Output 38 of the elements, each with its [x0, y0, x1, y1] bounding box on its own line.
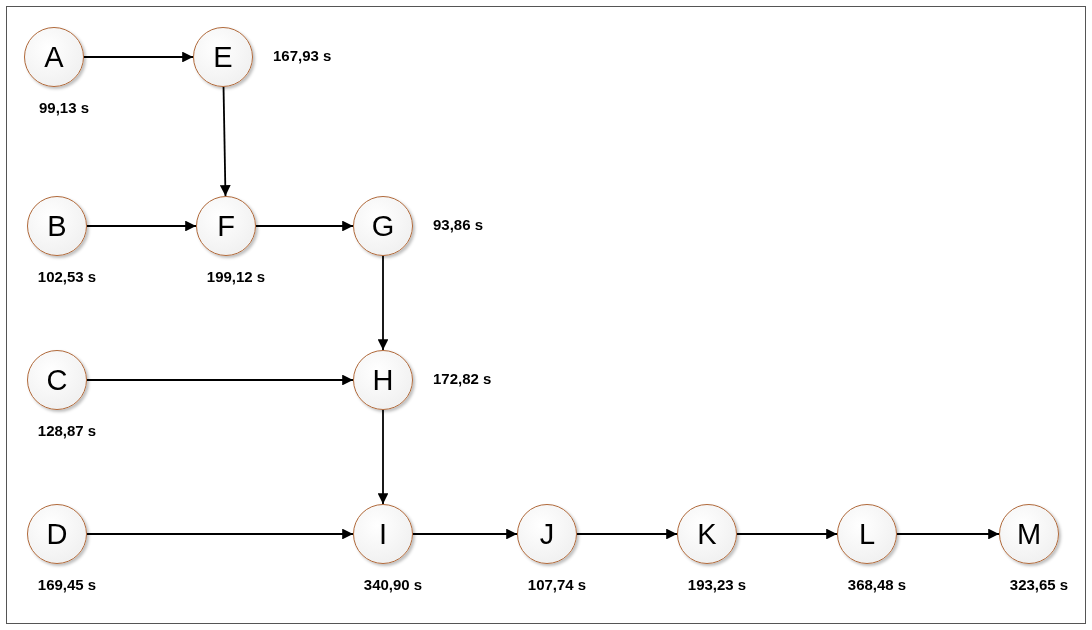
arrow	[576, 528, 678, 540]
node-circle: K	[677, 504, 737, 564]
arrow	[86, 220, 197, 232]
duration-label: 368,48 s	[846, 576, 908, 593]
arrow	[736, 528, 838, 540]
duration-label: 193,23 s	[686, 576, 748, 593]
duration-label: 102,53 s	[36, 268, 98, 285]
node-circle: D	[27, 504, 87, 564]
duration-label: 99,13 s	[37, 99, 90, 116]
node-circle: M	[999, 504, 1059, 564]
duration-label: 340,90 s	[362, 576, 424, 593]
node-circle: B	[27, 196, 87, 256]
node-circle: E	[193, 27, 253, 87]
arrow	[412, 528, 518, 540]
node-circle: J	[517, 504, 577, 564]
arrow	[219, 86, 231, 197]
node-circle: L	[837, 504, 897, 564]
arrow	[86, 374, 354, 386]
arrow	[255, 220, 354, 232]
node-circle: G	[353, 196, 413, 256]
duration-label: 128,87 s	[36, 422, 98, 439]
duration-label: 167,93 s	[273, 47, 332, 64]
arrow	[896, 528, 1000, 540]
duration-label: 107,74 s	[526, 576, 588, 593]
duration-label: 172,82 s	[433, 370, 492, 387]
node-circle: F	[196, 196, 256, 256]
arrow	[83, 51, 194, 63]
duration-label: 199,12 s	[205, 268, 267, 285]
arrow	[377, 255, 389, 351]
duration-label: 93,86 s	[433, 216, 484, 233]
duration-label: 323,65 s	[1008, 576, 1070, 593]
arrow	[86, 528, 354, 540]
duration-label: 169,45 s	[36, 576, 98, 593]
node-circle: C	[27, 350, 87, 410]
arrow	[377, 409, 389, 505]
node-circle: H	[353, 350, 413, 410]
node-circle: A	[24, 27, 84, 87]
node-circle: I	[353, 504, 413, 564]
